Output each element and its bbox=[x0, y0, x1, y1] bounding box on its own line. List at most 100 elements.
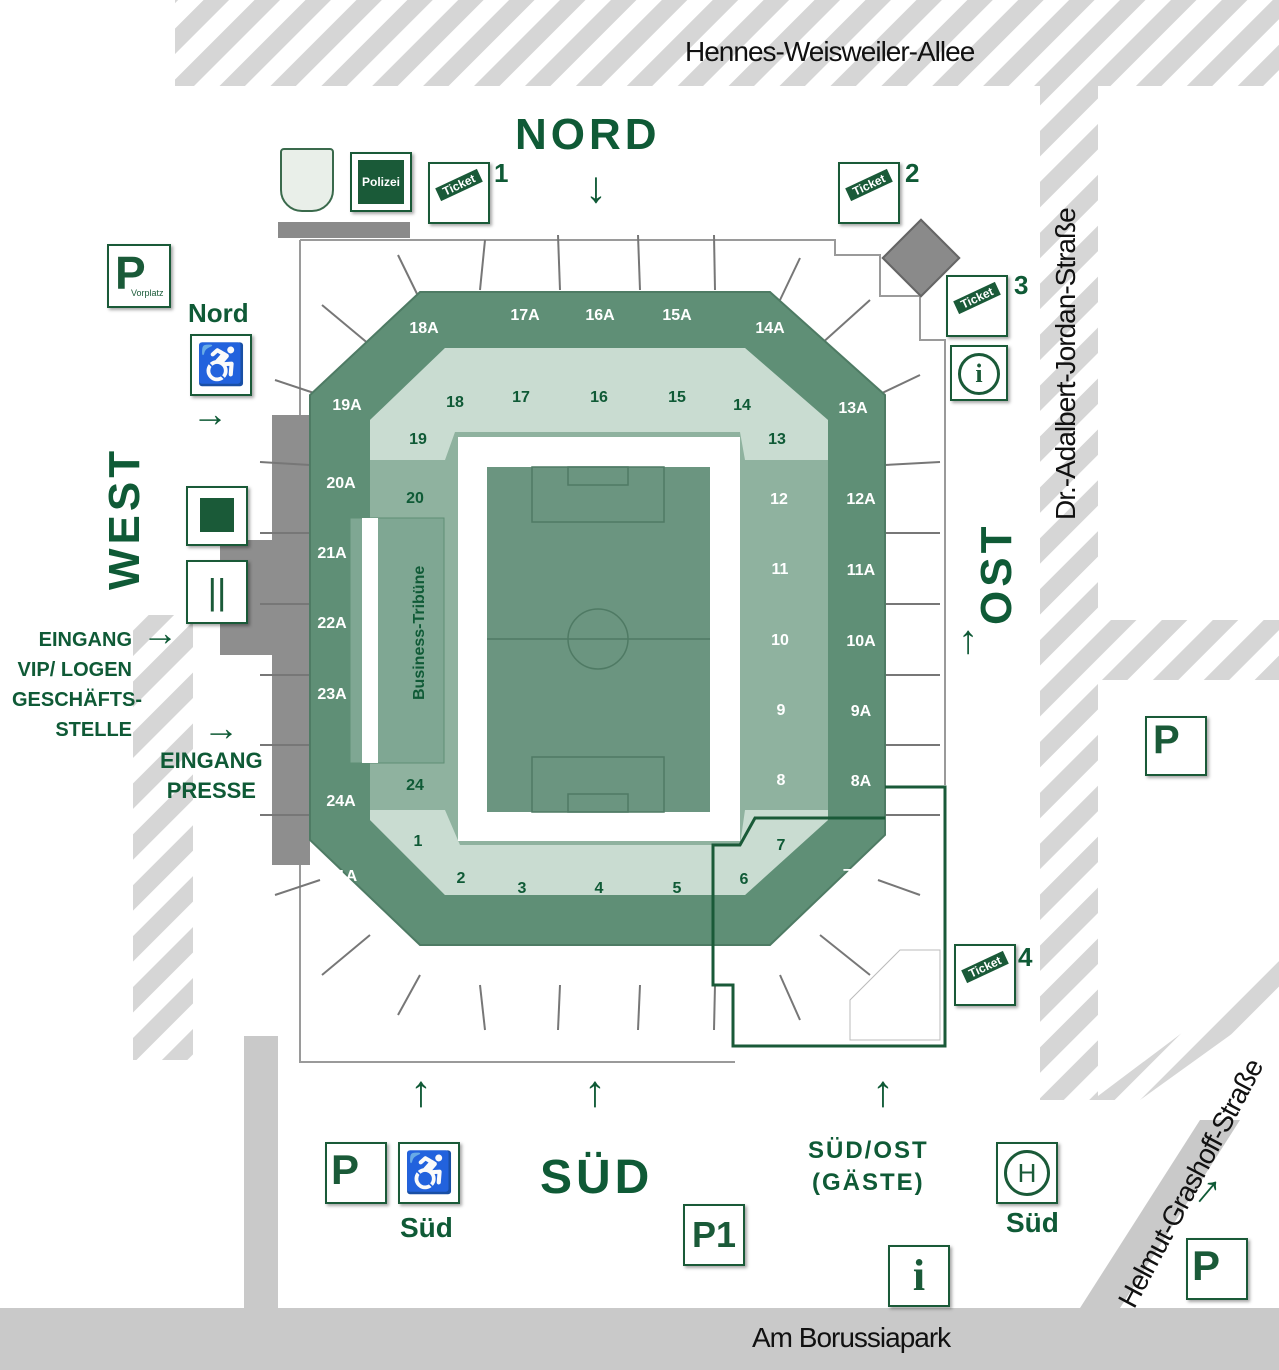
block-15: 15 bbox=[668, 389, 686, 406]
mast-10 bbox=[259, 461, 311, 466]
nord-disabled-label: Nord bbox=[188, 298, 249, 328]
block-6: 6 bbox=[740, 871, 749, 888]
mast-25 bbox=[819, 934, 871, 976]
business-tribune-bar bbox=[362, 518, 378, 763]
block-10: 10 bbox=[771, 632, 789, 649]
block-19: 19 bbox=[409, 431, 427, 448]
direction-east: OST bbox=[972, 522, 1021, 625]
helicopter-glyph: H bbox=[1004, 1150, 1050, 1196]
ticket-label-1: Ticket bbox=[435, 168, 483, 202]
ticket-label-3: Ticket bbox=[953, 281, 1001, 315]
mast-4 bbox=[397, 254, 421, 301]
pitch-lines bbox=[487, 466, 710, 813]
guest-building bbox=[849, 949, 941, 1041]
road-south: Am Borussiapark bbox=[752, 1322, 951, 1353]
grey-building-west bbox=[272, 415, 310, 865]
info-icon-east: i bbox=[950, 345, 1008, 401]
ticket-office-1-number: 1 bbox=[494, 158, 509, 188]
block-15A: 15A bbox=[662, 307, 692, 324]
disabled-parking-se-icon: P bbox=[1186, 1238, 1248, 1300]
entrance-vip-line-3: GESCHÄFTS- bbox=[12, 689, 142, 711]
gift-shop-icon bbox=[186, 486, 248, 546]
guests-line-2: (GÄSTE) bbox=[812, 1169, 925, 1196]
block-21A: 21A bbox=[317, 545, 347, 562]
block-4A: 4A bbox=[589, 957, 610, 974]
helicopter-icon: H bbox=[996, 1142, 1058, 1204]
block-3: 3 bbox=[518, 880, 527, 897]
arrow-north: ↓ bbox=[585, 163, 607, 212]
block-13A: 13A bbox=[838, 400, 868, 417]
block-18A: 18A bbox=[409, 320, 439, 337]
block-12A: 12A bbox=[846, 491, 876, 508]
floodlight-masts bbox=[259, 234, 941, 1031]
ticket-office-3-icon: Ticket bbox=[946, 275, 1008, 337]
arrow-east: ↑ bbox=[958, 618, 978, 662]
arrow-right-nord: → bbox=[192, 393, 228, 434]
mast-29 bbox=[557, 984, 561, 1031]
block-4: 4 bbox=[595, 880, 604, 897]
block-13: 13 bbox=[768, 431, 786, 448]
block-9: 9 bbox=[777, 702, 786, 719]
club-crest-icon bbox=[280, 148, 334, 212]
disabled-parking-south-p: P bbox=[331, 1146, 360, 1193]
south-heli-label: Süd bbox=[1006, 1207, 1059, 1238]
road-north: Hennes-Weisweiler-Allee bbox=[685, 36, 975, 67]
mast-28 bbox=[479, 984, 486, 1031]
block-8A: 8A bbox=[851, 773, 872, 790]
mast-0 bbox=[479, 239, 486, 291]
arrow-up-south-3: ↑ bbox=[872, 1067, 894, 1116]
mast-11 bbox=[884, 461, 941, 466]
sw-road bbox=[244, 1036, 278, 1308]
block-11A: 11A bbox=[847, 562, 876, 579]
block-12: 12 bbox=[770, 491, 788, 508]
police-label: Polizei bbox=[358, 160, 404, 204]
ticket-office-2-icon: Ticket bbox=[838, 162, 900, 224]
p1-parking-icon: P1 bbox=[683, 1204, 745, 1266]
business-tribune-label: Business-Tribüne bbox=[411, 566, 428, 700]
gift-glyph bbox=[200, 498, 234, 532]
p1-label: P1 bbox=[691, 1214, 737, 1255]
mast-6 bbox=[321, 304, 371, 346]
restaurant-glyph: || bbox=[207, 571, 227, 612]
ticket-office-1-icon: Ticket bbox=[428, 162, 490, 224]
disabled-parking-se-p: P bbox=[1192, 1242, 1221, 1289]
hatched-roads bbox=[133, 0, 1279, 1100]
parking-vorplatz-p: P bbox=[115, 247, 146, 299]
wheelchair-north-icon: ♿ bbox=[190, 334, 252, 396]
block-1A: 1A bbox=[337, 868, 358, 885]
parking-vorplatz-icon: P Vorplatz bbox=[107, 244, 171, 308]
entrance-vip-line-4: STELLE bbox=[55, 719, 132, 741]
mast-23 bbox=[877, 879, 921, 896]
south-road bbox=[0, 1308, 1279, 1370]
se-road bbox=[1080, 1120, 1240, 1308]
block-16: 16 bbox=[590, 389, 608, 406]
mast-5 bbox=[779, 257, 801, 301]
mast-3 bbox=[713, 234, 716, 291]
mast-2 bbox=[637, 234, 641, 291]
block-9A: 9A bbox=[851, 703, 872, 720]
mast-9 bbox=[877, 374, 921, 396]
mast-26 bbox=[397, 974, 421, 1016]
road-east: Dr.-Adalbert-Jordan-Straße bbox=[1050, 208, 1081, 520]
arrow-right-vip: → bbox=[142, 612, 178, 653]
block-23A: 23A bbox=[317, 686, 347, 703]
block-18: 18 bbox=[446, 394, 464, 411]
block-10A: 10A bbox=[846, 633, 876, 650]
ticket-office-2-number: 2 bbox=[905, 158, 920, 188]
wheelchair-south-glyph: ♿ bbox=[404, 1151, 454, 1195]
south-disabled-label: Süd bbox=[400, 1212, 453, 1243]
mast-7 bbox=[819, 299, 871, 346]
wheelchair-south-icon: ♿ bbox=[398, 1142, 460, 1204]
disabled-parking-south-icon: P bbox=[325, 1142, 387, 1204]
block-14A: 14A bbox=[755, 320, 785, 337]
block-6A: 6A bbox=[760, 947, 781, 964]
mast-31 bbox=[713, 984, 716, 1031]
info-label-east: i bbox=[958, 353, 1000, 395]
direction-south: SÜD bbox=[540, 1151, 654, 1204]
block-16A: 16A bbox=[585, 307, 615, 324]
block-11: 11 bbox=[772, 561, 789, 578]
block-14: 14 bbox=[733, 397, 751, 414]
block-17A: 17A bbox=[510, 307, 540, 324]
